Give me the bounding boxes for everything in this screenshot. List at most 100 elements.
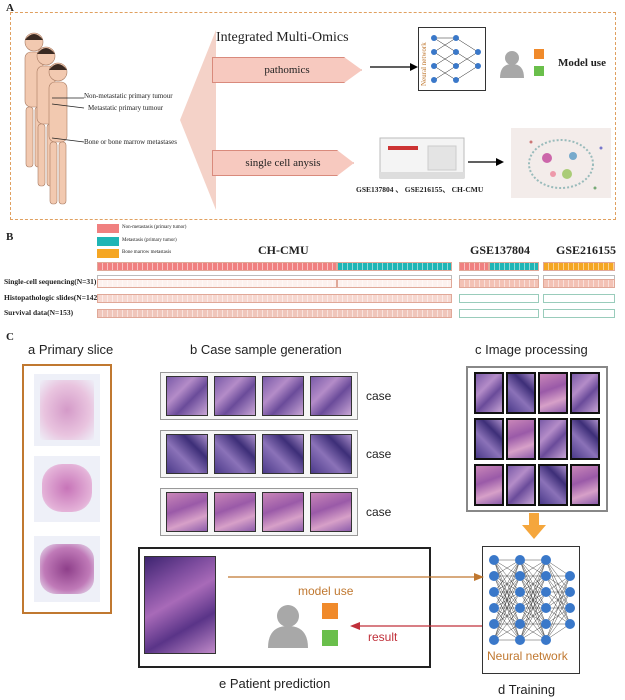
grid-segment: [97, 262, 337, 271]
label-metastatic: Metastatic primary tumour: [88, 104, 164, 112]
row-label-survival: Survival data(N=153): [4, 308, 74, 317]
green-square-c: [322, 630, 338, 646]
processed-tile: [538, 464, 568, 506]
grid-segment: [459, 279, 539, 288]
nn-node: [565, 587, 575, 597]
nn-node: [541, 635, 551, 645]
grid-segment: [97, 294, 452, 303]
legend-swatch-met: [97, 237, 119, 246]
cohort-grid: [97, 262, 617, 320]
nn-node: [515, 619, 525, 629]
grid-segment: [459, 262, 489, 271]
processed-tile: [506, 464, 536, 506]
panel-a-letter: A: [6, 2, 14, 14]
nn-node: [489, 587, 499, 597]
panel-b-letter: B: [6, 231, 14, 243]
legend-bone: Bone marrow metastasis: [122, 250, 172, 255]
nn-label-a: Neural network: [420, 42, 428, 86]
nn-edge: [519, 607, 547, 641]
result-arrow: [350, 622, 482, 630]
result-label: result: [368, 630, 398, 644]
nn-edge: [519, 559, 547, 577]
nn-edge: [545, 575, 571, 609]
model-use-label-c: model use: [298, 584, 354, 598]
nn-edge: [493, 559, 521, 609]
label-non-metastatic: Non-metastatic primary tumour: [84, 92, 173, 100]
nn-node: [565, 619, 575, 629]
single-cell-arrow: single cell anysis: [212, 150, 354, 176]
slide-image-2: [34, 456, 100, 522]
person-icon: [500, 51, 524, 78]
row-label-single-cell: Single-cell sequencing(N=31): [4, 277, 97, 286]
legend-swatch-non-met: [97, 224, 119, 233]
nn-edge: [519, 623, 547, 641]
grid-segment: [543, 309, 615, 318]
case-sample-title: b Case sample generation: [190, 342, 342, 357]
nn-node: [489, 555, 499, 565]
sequencer-icon: [379, 137, 465, 179]
nn-node: [489, 635, 499, 645]
grid-segment: [97, 309, 452, 318]
nn-node: [541, 619, 551, 629]
nn-node: [515, 587, 525, 597]
case-tile: [214, 492, 256, 532]
nn-edge: [519, 559, 547, 609]
nn-edge: [493, 623, 521, 641]
nn-edge: [519, 559, 547, 593]
green-square-a: [534, 66, 544, 76]
processed-tile: [506, 418, 536, 460]
processed-tile: [506, 372, 536, 414]
nn-node: [541, 555, 551, 565]
case-tile: [166, 492, 208, 532]
patient-prediction-box: [138, 547, 431, 668]
nn-edge: [493, 575, 521, 641]
umap-plot: [511, 128, 611, 198]
nn-node: [515, 635, 525, 645]
nn-edge: [493, 559, 521, 577]
nn-box-a: [418, 27, 486, 91]
processed-tile: [474, 372, 504, 414]
orange-square-a: [534, 49, 544, 59]
nn-node: [489, 619, 499, 629]
down-arrow: [522, 513, 546, 539]
processed-tile: [570, 418, 600, 460]
nn-node: [489, 571, 499, 581]
training-neural-network: [489, 555, 575, 645]
nn-node: [541, 571, 551, 581]
patient-slide: [144, 556, 216, 654]
processed-tile: [538, 418, 568, 460]
case-tile: [166, 376, 208, 416]
nn-label-c: Neural network: [487, 649, 568, 663]
image-processing-title: c Image processing: [475, 342, 588, 357]
panel-a-frame: [10, 12, 616, 220]
cohort-ch-cmu: CH-CMU: [258, 243, 309, 257]
grid-segment: [459, 294, 539, 303]
nn-node: [541, 587, 551, 597]
nn-edge: [493, 559, 521, 593]
case-label-1: case: [366, 389, 392, 403]
training-title: d Training: [498, 682, 556, 697]
grid-segment: [543, 279, 615, 288]
neural-network-icon: [431, 35, 481, 83]
legend-swatch-bone: [97, 249, 119, 258]
nn-edge: [519, 591, 547, 641]
slide-image-3: [34, 536, 100, 602]
primary-slice-title: a Primary slice: [28, 342, 114, 357]
nn-edge: [545, 591, 571, 641]
grid-segment: [489, 262, 539, 271]
case-tile: [310, 492, 352, 532]
image-processing-box: [466, 366, 608, 512]
integration-triangle: [180, 30, 216, 210]
row-label-histo: Histopathologic slides(N=142): [4, 293, 100, 302]
grid-segment: [543, 262, 615, 271]
processed-tile: [570, 464, 600, 506]
case-tile: [214, 434, 256, 474]
processed-tile: [538, 372, 568, 414]
grid-segment: [543, 294, 615, 303]
case-tile: [166, 434, 208, 474]
processed-tile: [570, 372, 600, 414]
nn-node: [489, 603, 499, 613]
model-use-arrow: [228, 573, 484, 581]
nn-edge: [545, 575, 571, 625]
case-tile: [262, 492, 304, 532]
